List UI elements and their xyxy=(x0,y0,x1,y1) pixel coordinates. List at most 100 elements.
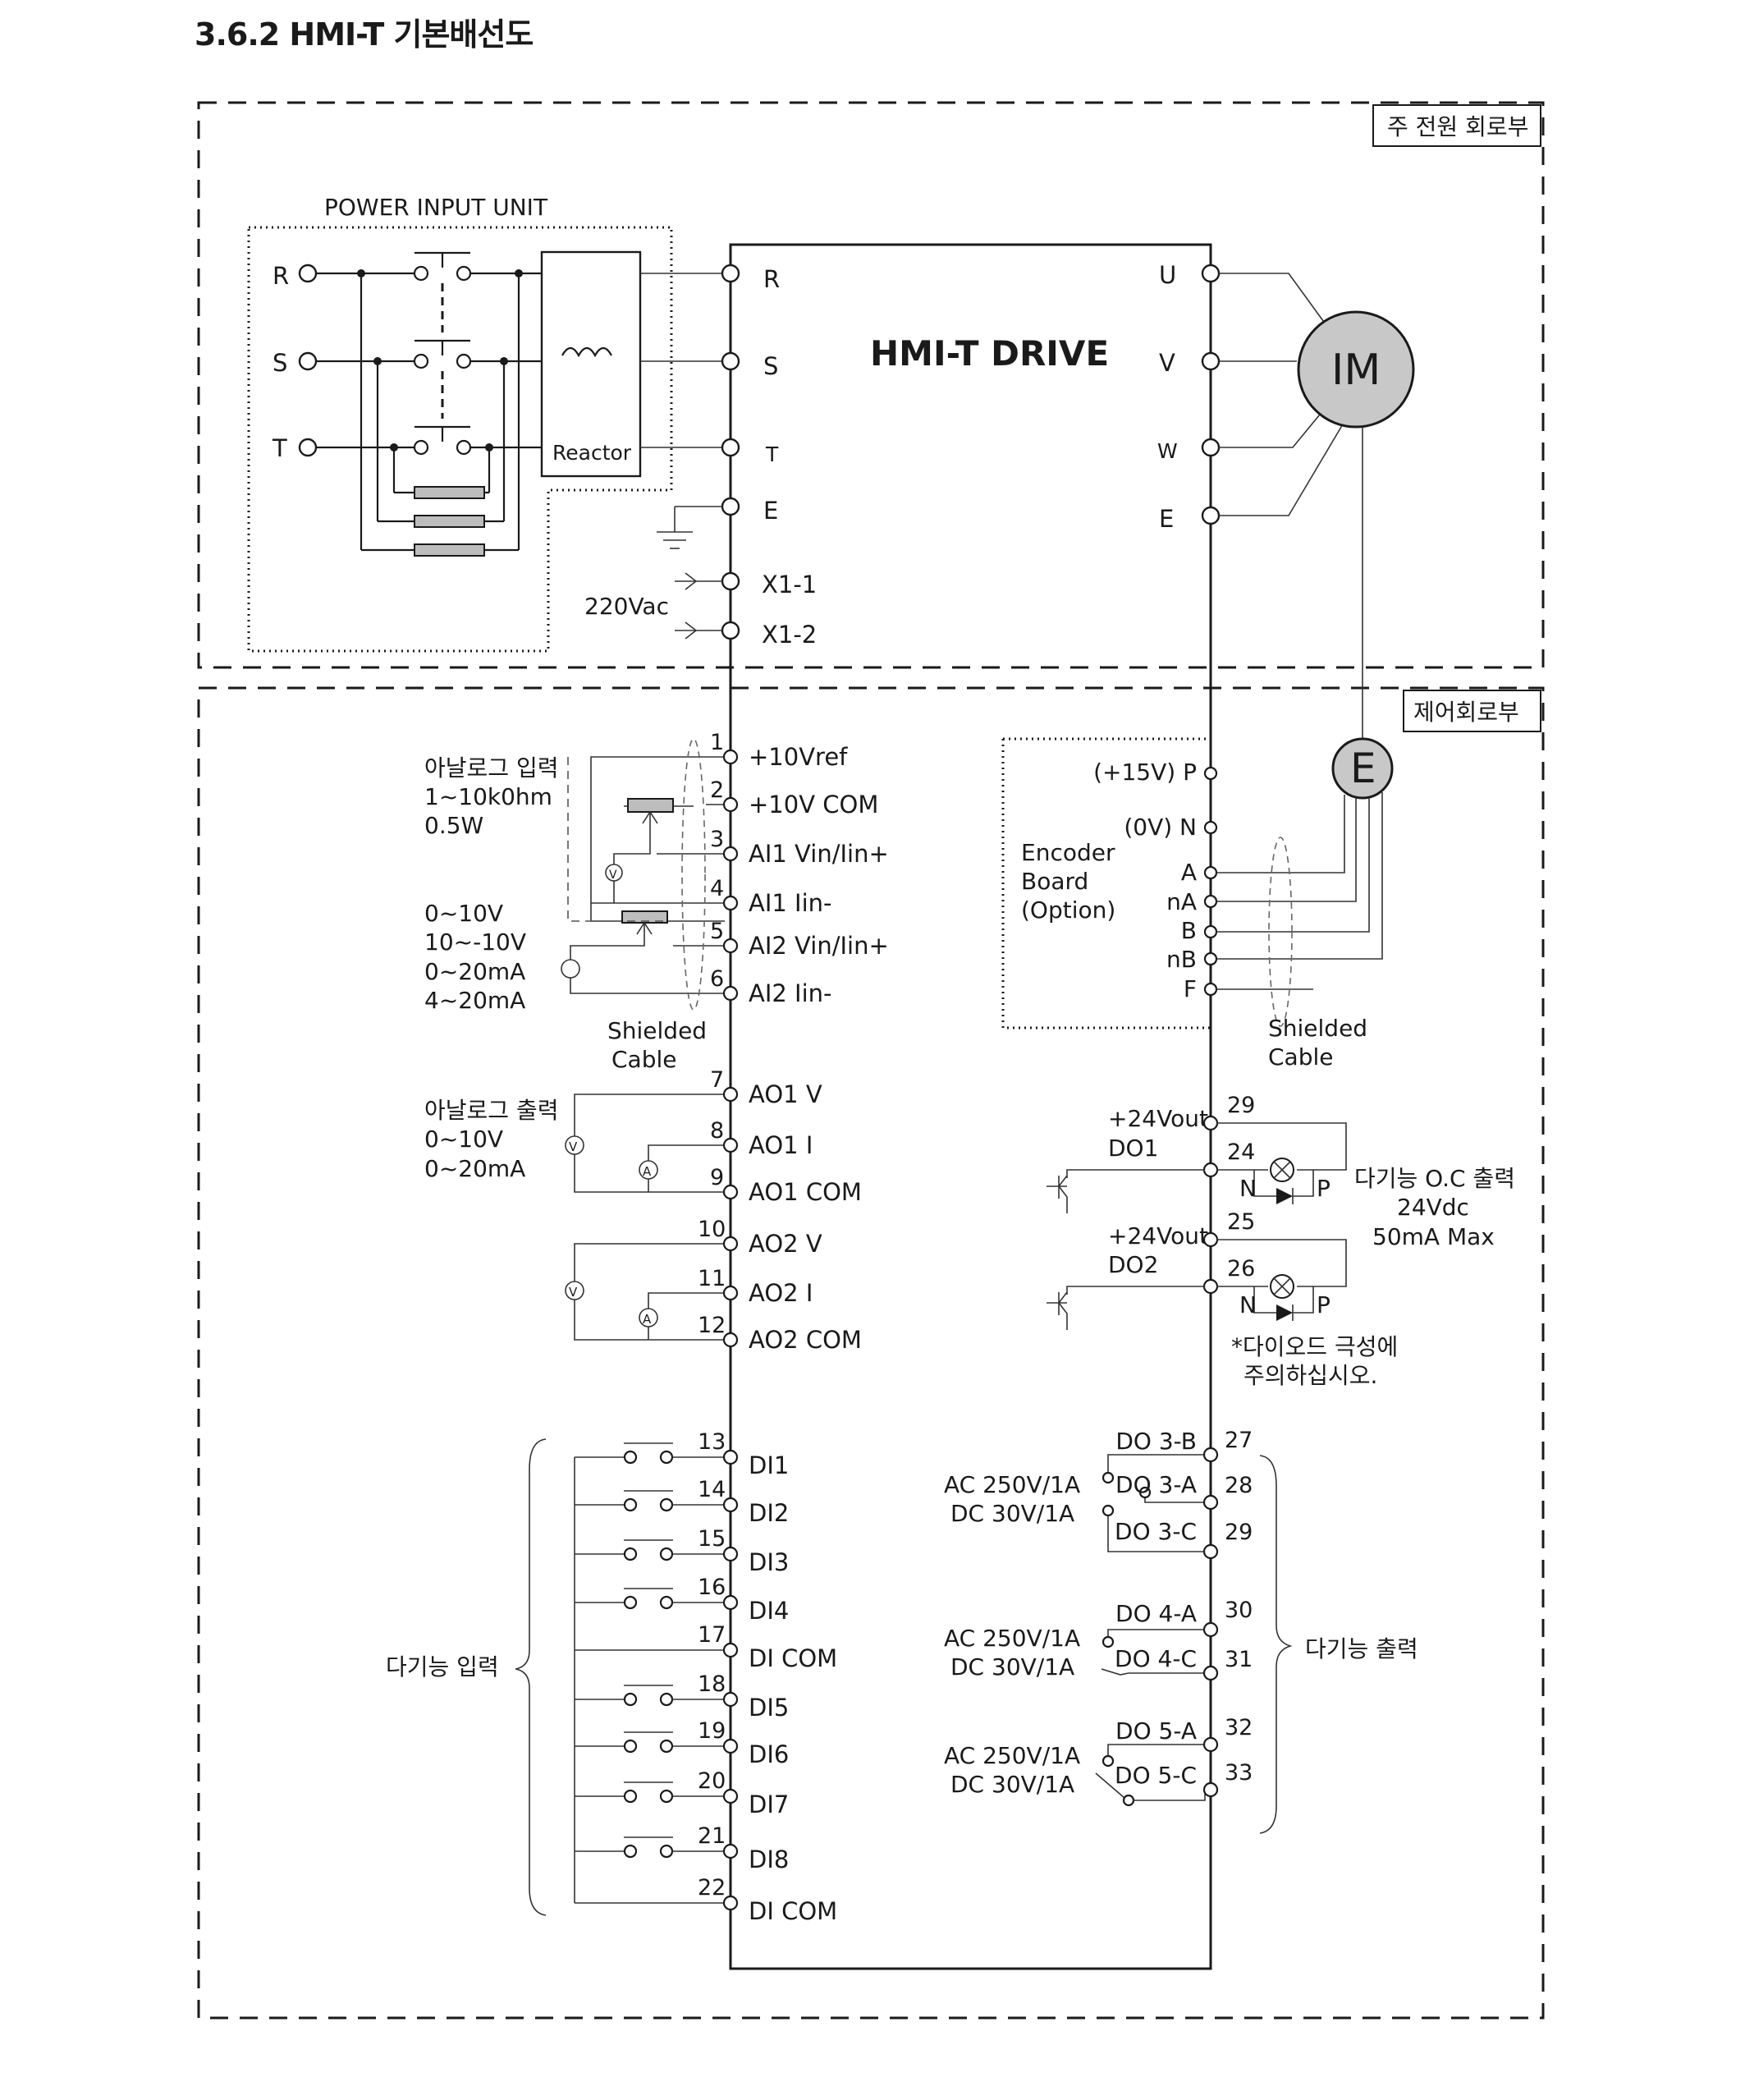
drive-term-u: U xyxy=(1159,261,1176,289)
oc-vout-2: +24Vout xyxy=(1108,1222,1208,1249)
term-name-22: DI COM xyxy=(749,1897,837,1925)
encoder-label: E xyxy=(1350,745,1376,792)
motor-label: IM xyxy=(1331,346,1381,395)
encoder-board-title-1: Encoder xyxy=(1021,839,1115,866)
relay-name-27: DO 3-B xyxy=(1115,1428,1197,1455)
term-num-4: 4 xyxy=(710,876,724,901)
oc-output-section: +24Vout DO1 +24Vout DO2 29 24 25 26 N P … xyxy=(1047,1093,1515,1389)
term-num-9: 9 xyxy=(710,1165,724,1190)
ai-range-4: 4~20mA xyxy=(424,987,525,1014)
term-name-10: AO2 V xyxy=(749,1230,822,1258)
input-s-label: S xyxy=(273,349,287,377)
relay-num-33: 33 xyxy=(1225,1760,1253,1786)
relay-num-32: 32 xyxy=(1225,1715,1253,1740)
oc-num-29: 29 xyxy=(1227,1093,1255,1118)
drive-term-v: V xyxy=(1159,349,1175,377)
oc2-p: P xyxy=(1317,1291,1331,1318)
input-s-terminal xyxy=(298,351,318,371)
analog-input-spec-1: 1~10k0hm xyxy=(424,783,552,810)
drive-name: HMI-T DRIVE xyxy=(870,333,1109,374)
main-power-section: 주 전원 회로부 xyxy=(197,101,1545,669)
control-label: 제어회로부 xyxy=(1413,699,1519,726)
term-num-20: 20 xyxy=(698,1768,726,1794)
term-num-2: 2 xyxy=(710,777,724,803)
drive-term-t: T xyxy=(765,442,779,466)
power-input-unit: POWER INPUT UNIT R S T xyxy=(247,194,722,653)
term-num-1: 1 xyxy=(710,730,724,755)
relay-rating-1a: AC 250V/1A xyxy=(944,1471,1080,1498)
relay-output-label: 다기능 출력 xyxy=(1305,1635,1418,1662)
term-name-6: AI2 Iin- xyxy=(749,979,832,1007)
term-name-2: +10V COM xyxy=(749,791,878,818)
term-num-11: 11 xyxy=(698,1266,726,1291)
control-section: 제어회로부 xyxy=(197,686,1545,2020)
enc-term-a: A xyxy=(1181,859,1197,886)
relay-rating-1b: DC 30V/1A xyxy=(950,1500,1074,1527)
term-name-20: DI7 xyxy=(749,1791,789,1818)
drive-term-x1-2: X1-2 xyxy=(762,621,817,649)
term-name-21: DI8 xyxy=(749,1846,789,1873)
relay-num-30: 30 xyxy=(1225,1598,1253,1623)
drive-term-w: W xyxy=(1157,439,1178,463)
encoder-symbol xyxy=(1331,737,1394,800)
analog-output-section: 아날로그 출력 0~10V 0~20mA V A V A xyxy=(424,1094,725,1341)
term-num-12: 12 xyxy=(698,1313,726,1338)
ai-range-3: 0~20mA xyxy=(424,958,525,985)
term-name-17: DI COM xyxy=(749,1644,837,1672)
ao1-voltmeter: V xyxy=(569,1139,578,1154)
relay-name-29: DO 3-C xyxy=(1115,1518,1197,1545)
term-num-21: 21 xyxy=(698,1823,726,1849)
analog-input-spec-2: 0.5W xyxy=(424,812,483,839)
term-name-14: DI2 xyxy=(749,1499,789,1527)
term-num-5: 5 xyxy=(710,919,724,944)
term-name-18: DI5 xyxy=(749,1694,789,1722)
relay-name-31: DO 4-C xyxy=(1115,1645,1197,1672)
term-name-8: AO1 I xyxy=(749,1131,813,1159)
encoder-board-title-3: (Option) xyxy=(1021,896,1115,924)
term-name-15: DI3 xyxy=(749,1548,789,1576)
ao1-ammeter: A xyxy=(643,1164,652,1179)
term-num-14: 14 xyxy=(698,1477,726,1502)
digital-input-label: 다기능 입력 xyxy=(386,1653,499,1680)
enc-term-f: F xyxy=(1184,975,1197,1002)
oc-do1: DO1 xyxy=(1108,1135,1158,1162)
analog-output-label: 아날로그 출력 xyxy=(424,1097,558,1124)
ai-shield-1: Shielded xyxy=(607,1017,707,1044)
drive-term-r: R xyxy=(763,265,780,293)
term-name-11: AO2 I xyxy=(749,1279,813,1307)
oc-note-1: *다이오드 극성에 xyxy=(1231,1333,1398,1360)
term-num-10: 10 xyxy=(698,1217,726,1242)
oc-note-2: 주의하십시오. xyxy=(1243,1362,1377,1389)
oc-do2: DO2 xyxy=(1108,1251,1158,1278)
term-name-12: AO2 COM xyxy=(749,1326,862,1354)
term-num-6: 6 xyxy=(710,966,724,992)
relay-rating-3b: DC 30V/1A xyxy=(950,1771,1074,1798)
ao2-ammeter: A xyxy=(643,1312,652,1327)
term-name-19: DI6 xyxy=(749,1740,789,1768)
ao-range-1: 0~10V xyxy=(424,1126,503,1153)
relay-rating-2a: AC 250V/1A xyxy=(944,1625,1080,1652)
relay-num-31: 31 xyxy=(1225,1647,1253,1672)
ao-range-2: 0~20mA xyxy=(424,1155,525,1182)
drive-term-x1-1: X1-1 xyxy=(762,571,817,598)
drive-term-e-right: E xyxy=(1159,505,1174,533)
oc-label-1: 다기능 O.C 출력 xyxy=(1354,1165,1515,1192)
analog-input-label: 아날로그 입력 xyxy=(424,754,558,782)
ai-range-2: 10~-10V xyxy=(424,928,526,956)
term-num-3: 3 xyxy=(710,827,724,852)
enc-term-b: B xyxy=(1181,917,1197,944)
svg-text:V: V xyxy=(609,869,617,882)
term-name-9: AO1 COM xyxy=(749,1178,862,1206)
term-num-8: 8 xyxy=(710,1118,724,1144)
page-title: 3.6.2 HMI-T 기본배선도 xyxy=(195,16,533,53)
term-num-7: 7 xyxy=(710,1067,724,1093)
term-name-3: AI1 Vin/Iin+ xyxy=(749,840,889,868)
term-num-22: 22 xyxy=(698,1875,726,1901)
relay-name-30: DO 4-A xyxy=(1115,1600,1197,1627)
relay-num-27: 27 xyxy=(1225,1428,1253,1453)
oc-vout-1: +24Vout xyxy=(1108,1105,1208,1132)
term-num-19: 19 xyxy=(698,1718,726,1744)
relay-name-28: DO 3-A xyxy=(1115,1471,1197,1498)
